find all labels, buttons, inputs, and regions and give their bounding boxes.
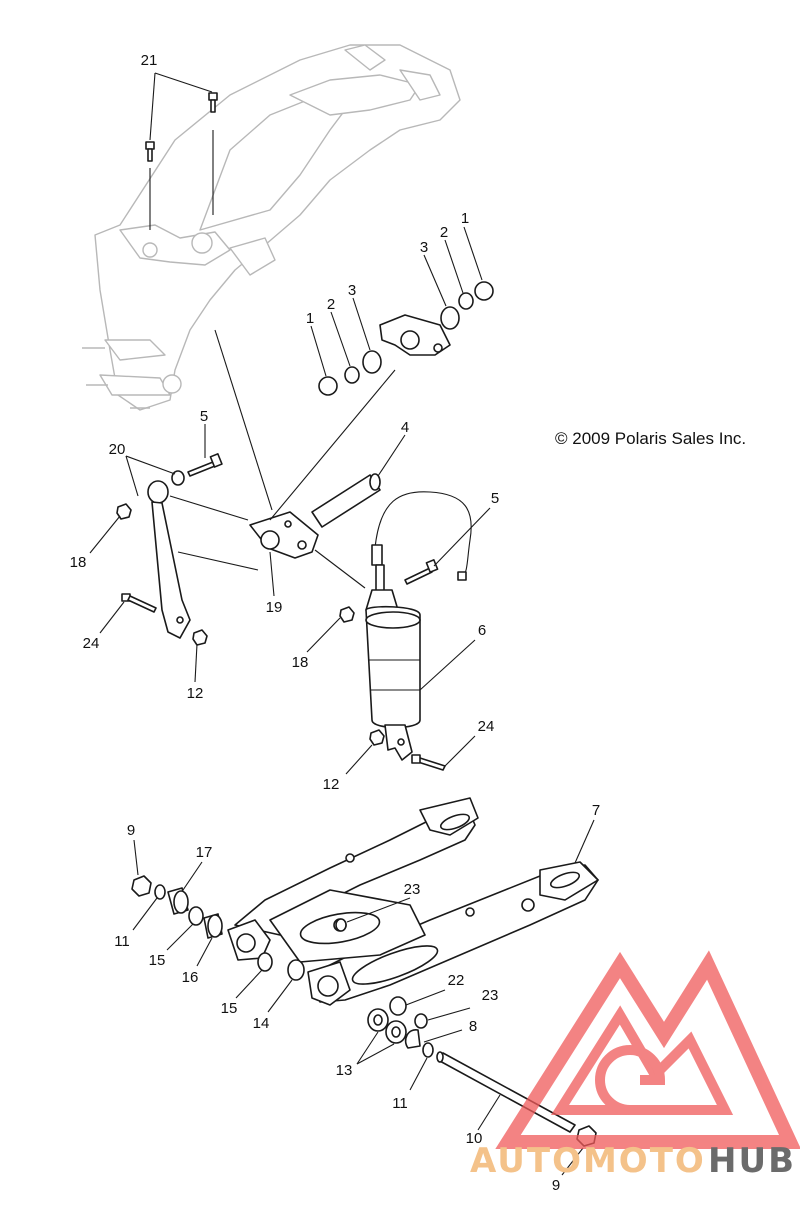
callout-7: 7 (592, 802, 600, 819)
bearing-13-a (367, 1008, 389, 1032)
callout-4: 4 (401, 419, 409, 436)
bolt-5-left (187, 453, 223, 477)
watermark-text-automoto: AUTOMOTO (470, 1141, 706, 1181)
nut-18-right (339, 606, 355, 623)
bolt-21-left (145, 141, 155, 162)
callout-9b: 9 (552, 1177, 560, 1194)
callout-5b: 5 (491, 490, 499, 507)
rocker-bracket-upper (379, 314, 451, 356)
seal-15-lower (257, 952, 273, 972)
seal-2a (344, 366, 360, 384)
callout-2b: 2 (440, 224, 448, 241)
ring-1a (318, 376, 338, 396)
watermark-text-hub: HUB (708, 1141, 796, 1181)
nut-12-left (192, 629, 208, 646)
callout-6: 6 (478, 622, 486, 639)
callout-12b: 12 (323, 776, 340, 793)
callout-18b: 18 (292, 654, 309, 671)
rocker-19 (249, 511, 319, 559)
callout-3a: 3 (348, 282, 356, 299)
bolt-21-right (208, 92, 218, 113)
callout-2a: 2 (327, 296, 335, 313)
bearing-13-b (385, 1020, 407, 1044)
callout-23b: 23 (482, 987, 499, 1004)
spacer-17 (167, 887, 189, 915)
callout-21: 21 (141, 52, 158, 69)
frame (82, 44, 461, 411)
watermark-logo (495, 950, 800, 1149)
callout-17: 17 (196, 844, 213, 861)
circlip-8 (404, 1029, 421, 1049)
seal-2b (458, 292, 474, 310)
shock-absorber-6 (365, 491, 472, 761)
callout-9a: 9 (127, 822, 135, 839)
nut-18-left (116, 503, 132, 520)
bolt-5-right (404, 559, 439, 585)
callout-1b: 1 (461, 210, 469, 227)
callout-22: 22 (448, 972, 465, 989)
screw-23-upper (335, 918, 347, 932)
callout-11b: 11 (392, 1095, 408, 1112)
callout-19: 19 (266, 599, 283, 616)
callout-8: 8 (469, 1018, 477, 1035)
callout-24a: 24 (83, 635, 100, 652)
screw-23-lower (414, 1013, 428, 1029)
bolt-24-left (121, 593, 157, 613)
seal-15-upper (188, 906, 204, 926)
callout-16: 16 (182, 969, 199, 986)
ring-1b (474, 281, 494, 301)
callout-24b: 24 (478, 718, 495, 735)
callout-15a: 15 (149, 952, 166, 969)
bushing-3b (440, 306, 460, 330)
link-arm (147, 480, 191, 639)
callout-12a: 12 (187, 685, 204, 702)
nut-12-right (369, 729, 385, 746)
washer-11-lower (422, 1042, 434, 1058)
bushing-14 (287, 959, 305, 981)
callout-18a: 18 (70, 554, 87, 571)
bearing-22 (389, 996, 407, 1016)
nut-9-upper (131, 875, 152, 897)
callout-15b: 15 (221, 1000, 238, 1017)
callout-11a: 11 (114, 933, 130, 950)
copyright-notice: © 2009 Polaris Sales Inc. (555, 429, 746, 448)
bolt-24-right (411, 754, 446, 771)
callout-10: 10 (466, 1130, 483, 1147)
callout-14: 14 (253, 1015, 270, 1032)
callout-3b: 3 (420, 239, 428, 256)
callout-1a: 1 (306, 310, 314, 327)
pivot-pin-4 (311, 473, 381, 528)
bushing-3a (362, 350, 382, 374)
swingarm-7 (227, 797, 599, 1006)
callout-20: 20 (109, 441, 126, 458)
callout-23a: 23 (404, 881, 421, 898)
bearing-16 (203, 913, 223, 939)
callout-5a: 5 (200, 408, 208, 425)
washer-20 (171, 470, 185, 486)
washer-11-upper (154, 884, 166, 900)
callout-13: 13 (336, 1062, 353, 1079)
